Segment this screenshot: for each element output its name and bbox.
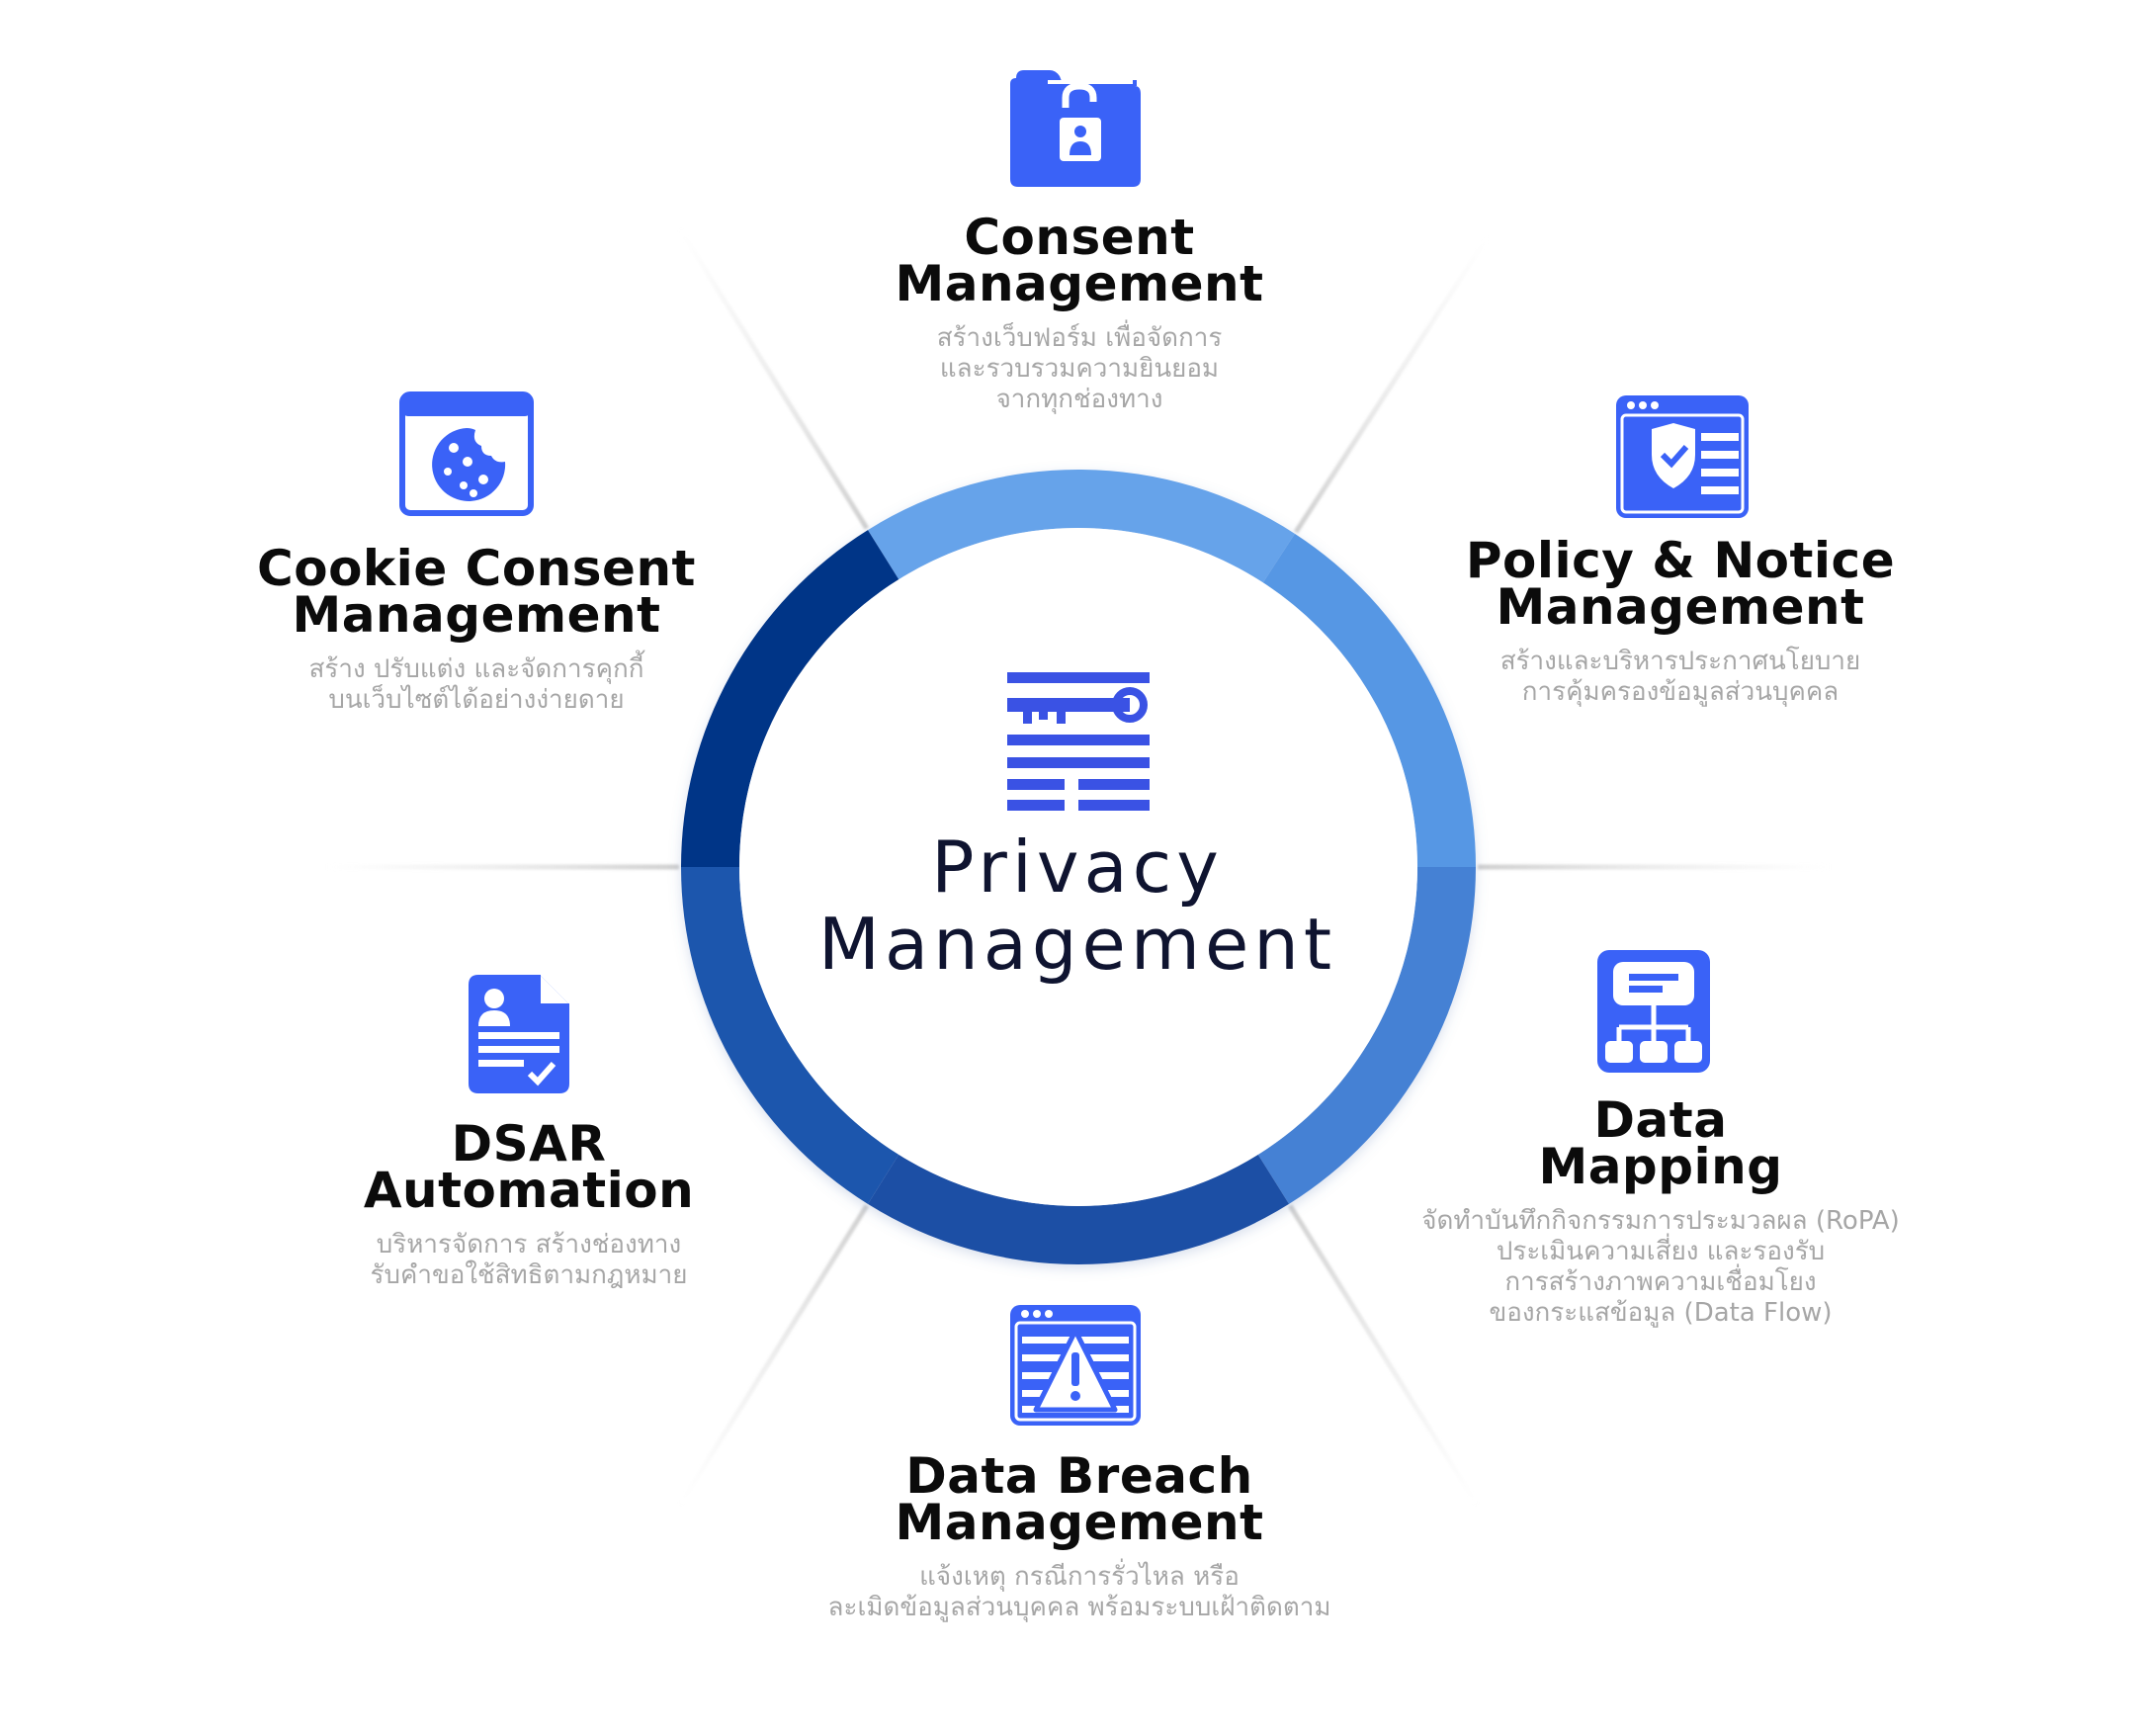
key-document-icon xyxy=(1007,672,1150,811)
module-description: สร้าง ปรับแต่ง และจัดการคุกกี้ บนเว็บไซต… xyxy=(308,654,644,715)
locked-folder-icon xyxy=(1010,70,1141,187)
user-document-check-icon xyxy=(469,975,569,1093)
module-data-mapping: Data Mapping จัดทำบันทึกกิจกรรมการประมวล… xyxy=(1374,1091,1947,1329)
module-title: DSAR Automation xyxy=(363,1115,695,1219)
module-title: Data Mapping xyxy=(1538,1091,1783,1195)
center-disc xyxy=(739,528,1417,1206)
module-title: Data Breach Management xyxy=(895,1447,1264,1551)
ring-segment xyxy=(681,867,899,1204)
module-cookie-consent-management: Cookie Consent Management สร้าง ปรับแต่ง… xyxy=(210,540,743,716)
module-title: Cookie Consent Management xyxy=(257,540,696,644)
module-description: จัดทำบันทึกกิจกรรมการประมวลผล (RoPA) ประ… xyxy=(1421,1206,1900,1328)
module-title: Policy & Notice Management xyxy=(1465,532,1896,636)
shield-window-icon xyxy=(1616,395,1749,518)
module-consent-management: Consent Management สร้างเว็บฟอร์ม เพื่อจ… xyxy=(803,209,1356,415)
separator-line xyxy=(1287,1204,1480,1508)
module-dsar-automation: DSAR Automation บริหารจัดการ สร้างช่องทา… xyxy=(262,1115,796,1291)
sitemap-icon xyxy=(1597,950,1710,1073)
cookie-window-icon xyxy=(399,391,534,516)
module-title: Consent Management xyxy=(895,209,1264,312)
module-description: บริหารจัดการ สร้างช่องทาง รับคำขอใช้สิทธ… xyxy=(370,1230,688,1290)
separator-line xyxy=(677,226,870,530)
ring-segment xyxy=(1257,867,1476,1204)
separator-line xyxy=(1293,233,1492,534)
module-description: สร้างเว็บฟอร์ม เพื่อจัดการ และรวบรวมความ… xyxy=(936,323,1223,414)
separator-lines xyxy=(325,226,1832,1508)
module-description: สร้างและบริหารประกาศนโยบาย การคุ้มครองข้… xyxy=(1499,647,1861,707)
warning-window-icon xyxy=(1010,1305,1141,1426)
separator-line xyxy=(677,1204,870,1508)
module-policy-notice-management: Policy & Notice Management สร้างและบริหา… xyxy=(1404,532,1957,708)
module-description: แจ้งเหตุ กรณีการรั่วไหล หรือ ละเมิดข้อมู… xyxy=(827,1562,1331,1622)
ring-segment xyxy=(867,469,1295,583)
module-data-breach-management: Data Breach Management แจ้งเหตุ กรณีการร… xyxy=(753,1447,1406,1623)
ring-segment xyxy=(681,530,899,867)
ring-segment xyxy=(867,1154,1290,1264)
ring-segment xyxy=(1262,533,1476,867)
center-title: Privacy Management xyxy=(817,825,1337,986)
